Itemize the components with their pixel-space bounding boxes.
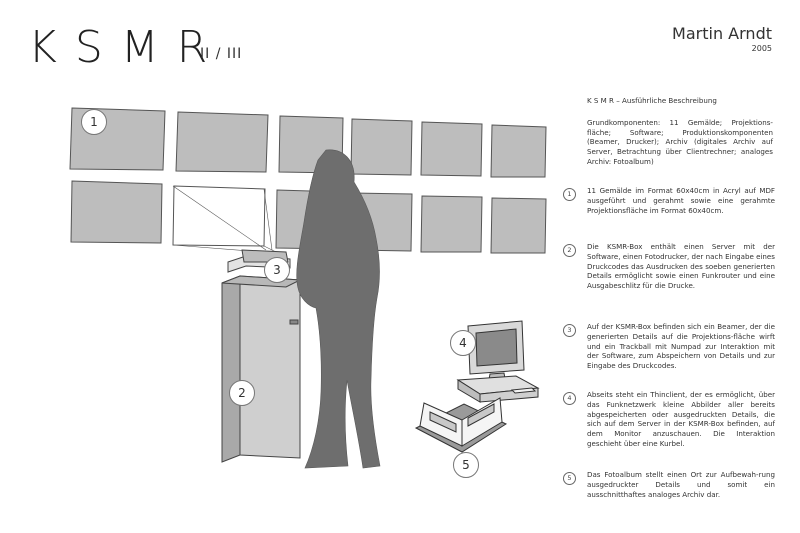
item-number: 1 [563,188,576,201]
thin-client [456,320,540,403]
painting [175,111,269,173]
description-heading: K S M R – Ausführliche Beschreibung [587,96,717,105]
year-label: 2005 [751,44,772,53]
painting [350,118,413,176]
painting [70,180,163,244]
component-item-2: 2 Die KSMR-Box enthält einen Server mit … [563,242,775,291]
item-number: 4 [563,392,576,405]
item-number: 5 [563,472,576,485]
item-text: 11 Gemälde im Format 60x40cm in Acryl au… [587,186,775,215]
description-block: K S M R – Ausführliche Beschreibung Grun… [587,96,773,167]
component-item-3: 3 Auf der KSMR-Box befinden sich ein Bea… [563,322,775,371]
paintings-top-row [69,107,547,178]
component-item-4: 4 Abseits steht ein Thinclient, der es e… [563,390,775,449]
item-text: Abseits steht ein Thinclient, der es erm… [587,390,775,448]
marker-5: 5 [453,452,479,478]
marker-4: 4 [450,330,476,356]
author-name: Martin Arndt [672,24,772,43]
painting [490,124,547,178]
item-number: 3 [563,324,576,337]
description-intro: Grundkomponenten: 11 Gemälde; Projektion… [587,117,773,166]
photo-album [414,397,508,453]
item-text: Auf der KSMR-Box befinden sich ein Beame… [587,322,775,371]
marker-2: 2 [229,380,255,406]
component-item-5: 5 Das Fotoalbum stellt einen Ort zur Auf… [563,470,775,499]
painting [420,121,483,177]
page-subtitle: II / III [200,46,243,62]
item-text: Die KSMR-Box enthält einen Server mit de… [587,242,775,291]
component-item-1: 1 11 Gemälde im Format 60x40cm in Acryl … [563,186,775,215]
item-text: Das Fotoalbum stellt einen Ort zur Aufbe… [587,470,775,499]
painting [490,197,547,254]
marker-1: 1 [81,109,107,135]
page-title: KSMR [28,22,226,73]
ksmr-box [221,249,302,463]
marker-3: 3 [264,257,290,283]
visitor-silhouette [296,149,381,469]
item-number: 2 [563,244,576,257]
projection-surface [172,185,266,247]
painting [420,195,483,253]
